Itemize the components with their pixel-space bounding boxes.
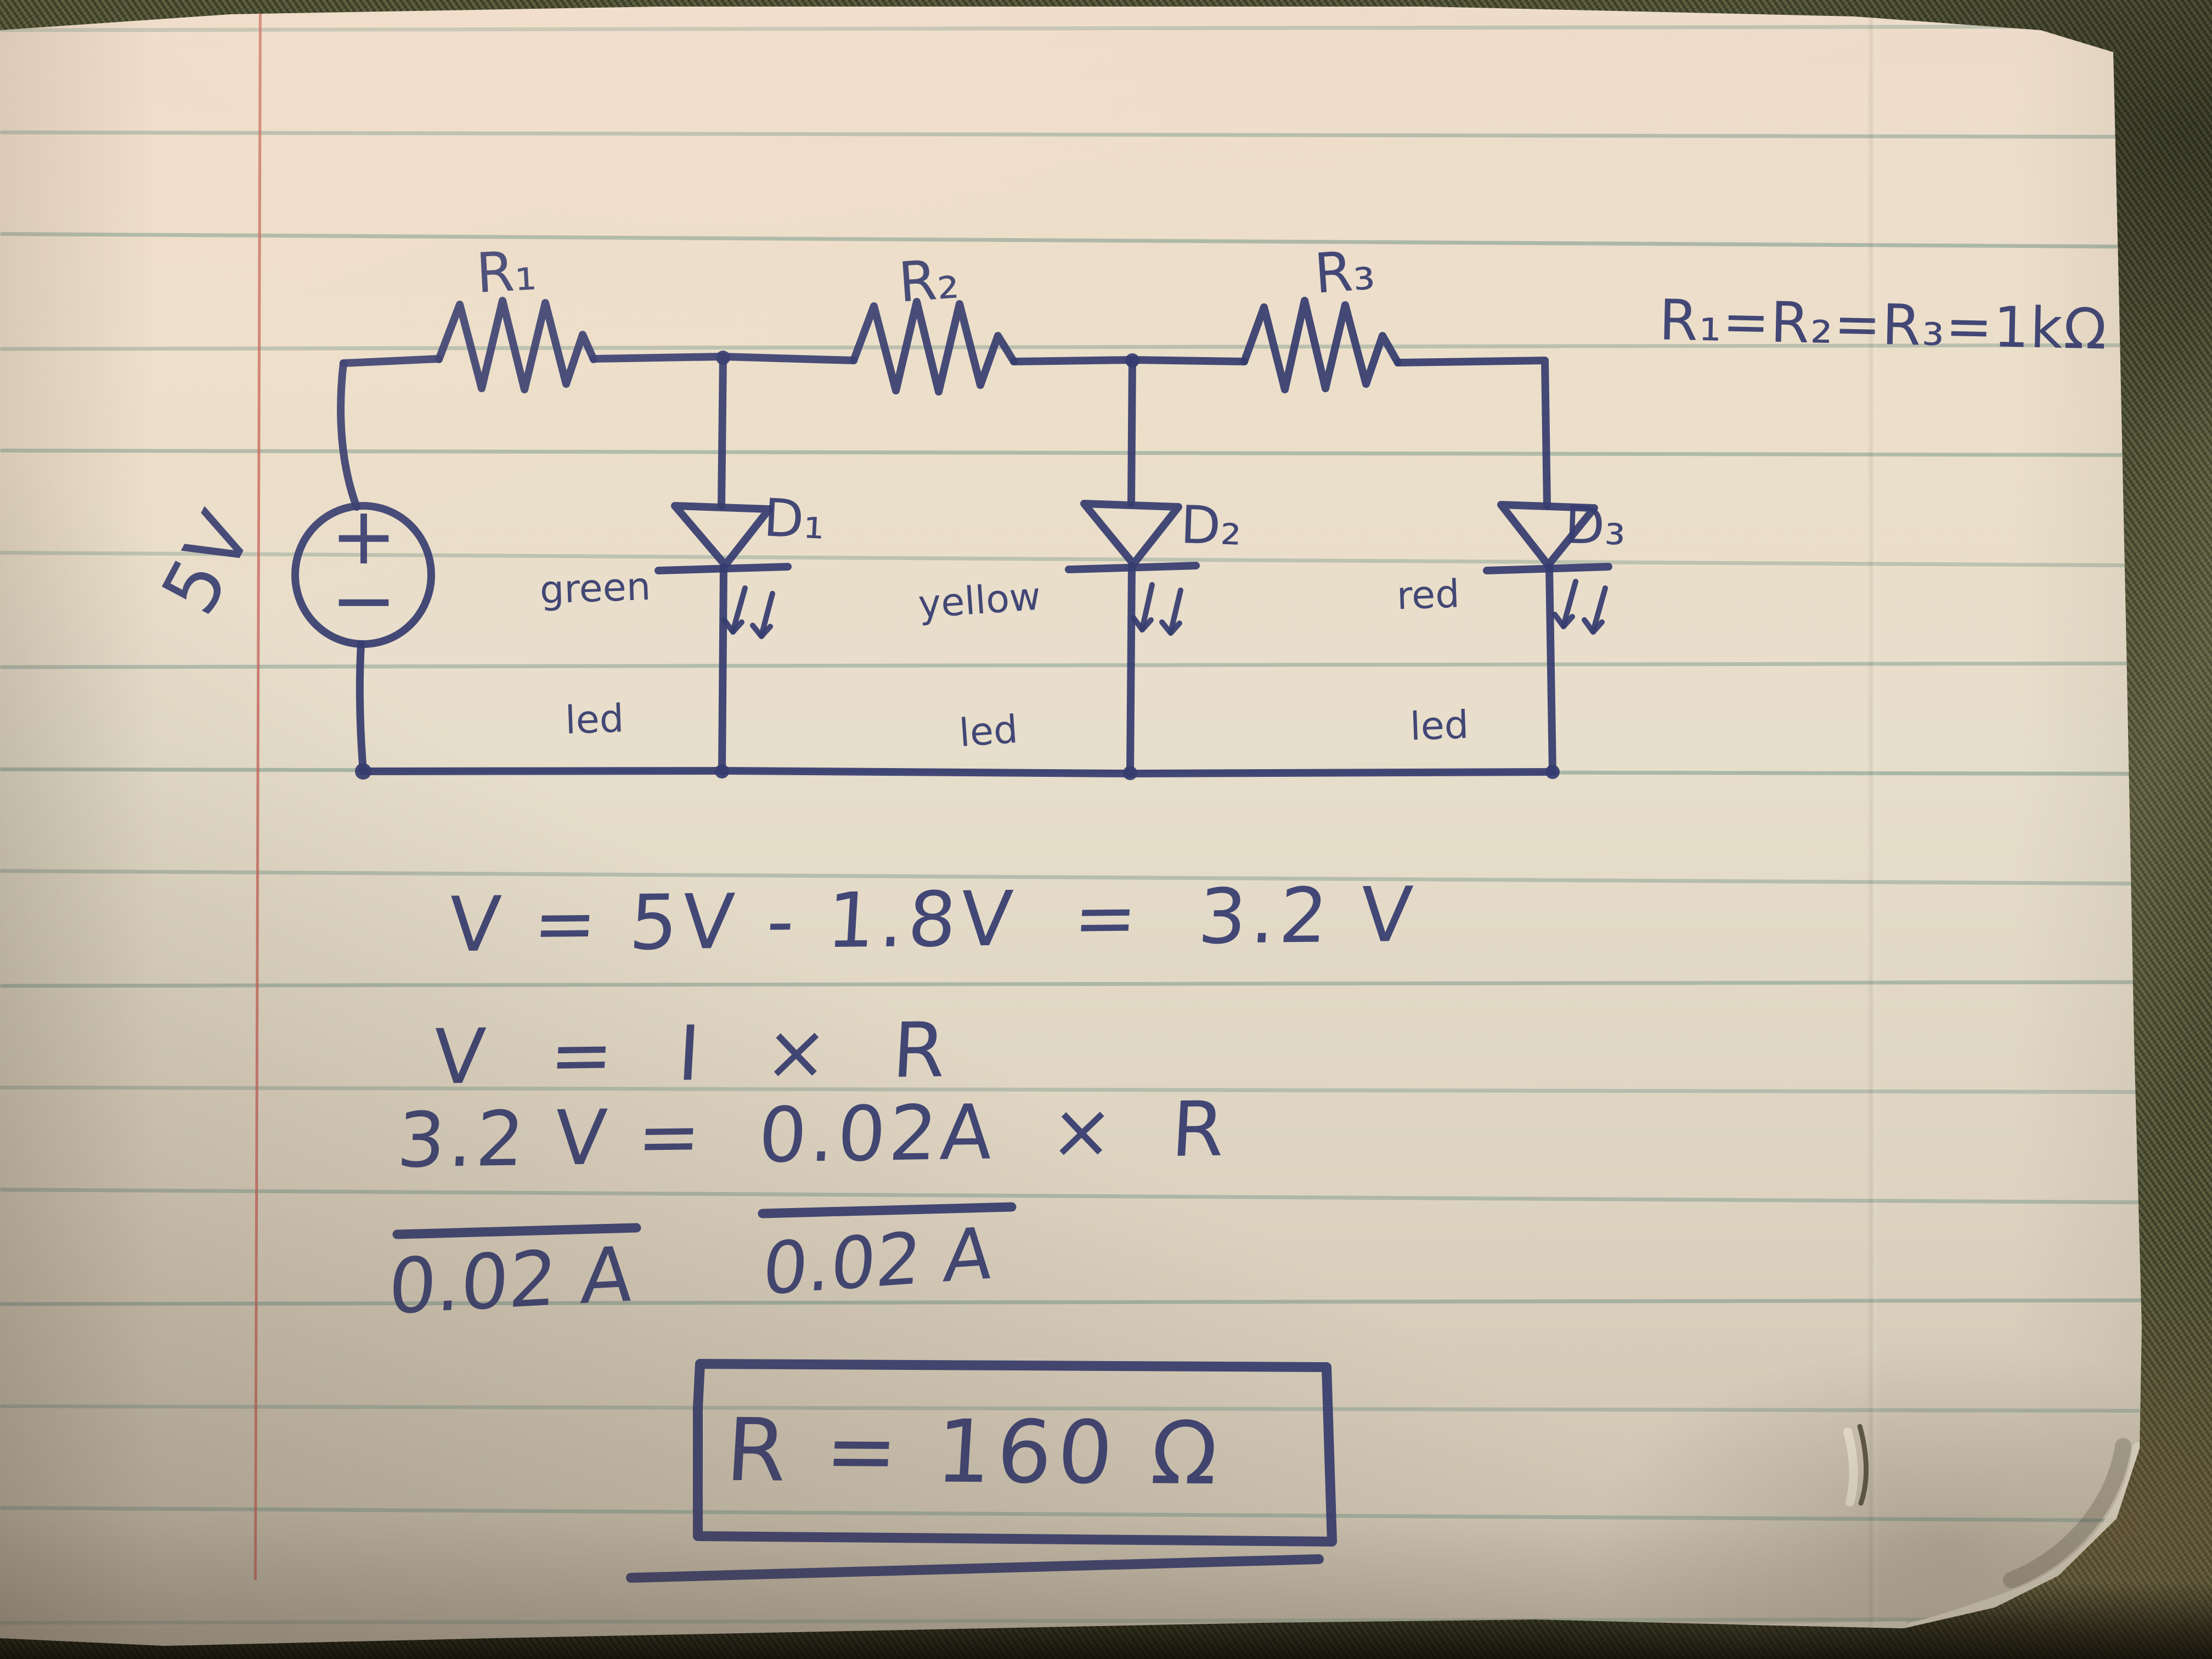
led-d2-emission-arrows: [1131, 582, 1183, 636]
fraction-bars: [392, 1202, 1017, 1239]
led-d1-name: D₁: [762, 488, 827, 551]
voltage-source-circle: [291, 502, 435, 648]
fraction-denominator-right: 0.02 A: [760, 1211, 996, 1312]
led-d1-symbol: [654, 353, 792, 775]
source-plus-sign: +: [330, 490, 397, 583]
led-d1-color-word: green: [539, 563, 652, 613]
resistor-r2-label: R₂: [896, 246, 961, 315]
wire-left: [337, 359, 367, 775]
led-d1-color-label: green led: [536, 479, 659, 829]
resistor-values-note: R₁=R₂=R₃=1kΩ: [1658, 287, 2108, 363]
led-d1-type-word: led: [564, 696, 625, 743]
equation-voltage-drop: V = 5V - 1.8V = 3.2 V: [446, 870, 1419, 969]
led-d3-color-label: red led: [1393, 486, 1472, 834]
equation-substituted: 3.2 V = 0.02A × R: [394, 1085, 1231, 1185]
led-d2-name: D₂: [1180, 495, 1243, 557]
equation-ohms-law: V = I × R: [431, 1006, 953, 1102]
junction-dots: [355, 351, 1560, 780]
fraction-denominator-left: 0.02 A: [386, 1230, 635, 1331]
led-d2-color-word: yellow: [917, 573, 1042, 627]
led-d3-color-word: red: [1396, 571, 1460, 618]
led-d3-type-word: led: [1409, 702, 1470, 749]
resistor-r2-zigzag: [850, 298, 1018, 396]
led-d2-symbol: [1065, 356, 1200, 777]
led-d3-emission-arrows: [1552, 579, 1608, 635]
resistor-r3-label: R₃: [1312, 238, 1377, 306]
result-box: [626, 1359, 1337, 1583]
resistor-r3-zigzag: [1240, 297, 1402, 393]
wire-bottom: [359, 767, 1558, 777]
led-d2-type-word: led: [957, 707, 1020, 756]
led-d3-symbol: [1483, 501, 1612, 775]
boxed-result-resistance: R = 160 Ω: [723, 1400, 1226, 1505]
paper-damage: [1346, 1424, 2142, 1643]
led-d3-name: D₃: [1564, 495, 1627, 557]
resistor-r1-label: R₁: [474, 238, 538, 306]
led-d2-color-label: yellow led: [911, 489, 1057, 843]
resistor-r1-zigzag: [435, 297, 597, 393]
led-d1-emission-arrows: [721, 585, 775, 639]
source-minus-sign: −: [330, 554, 397, 647]
